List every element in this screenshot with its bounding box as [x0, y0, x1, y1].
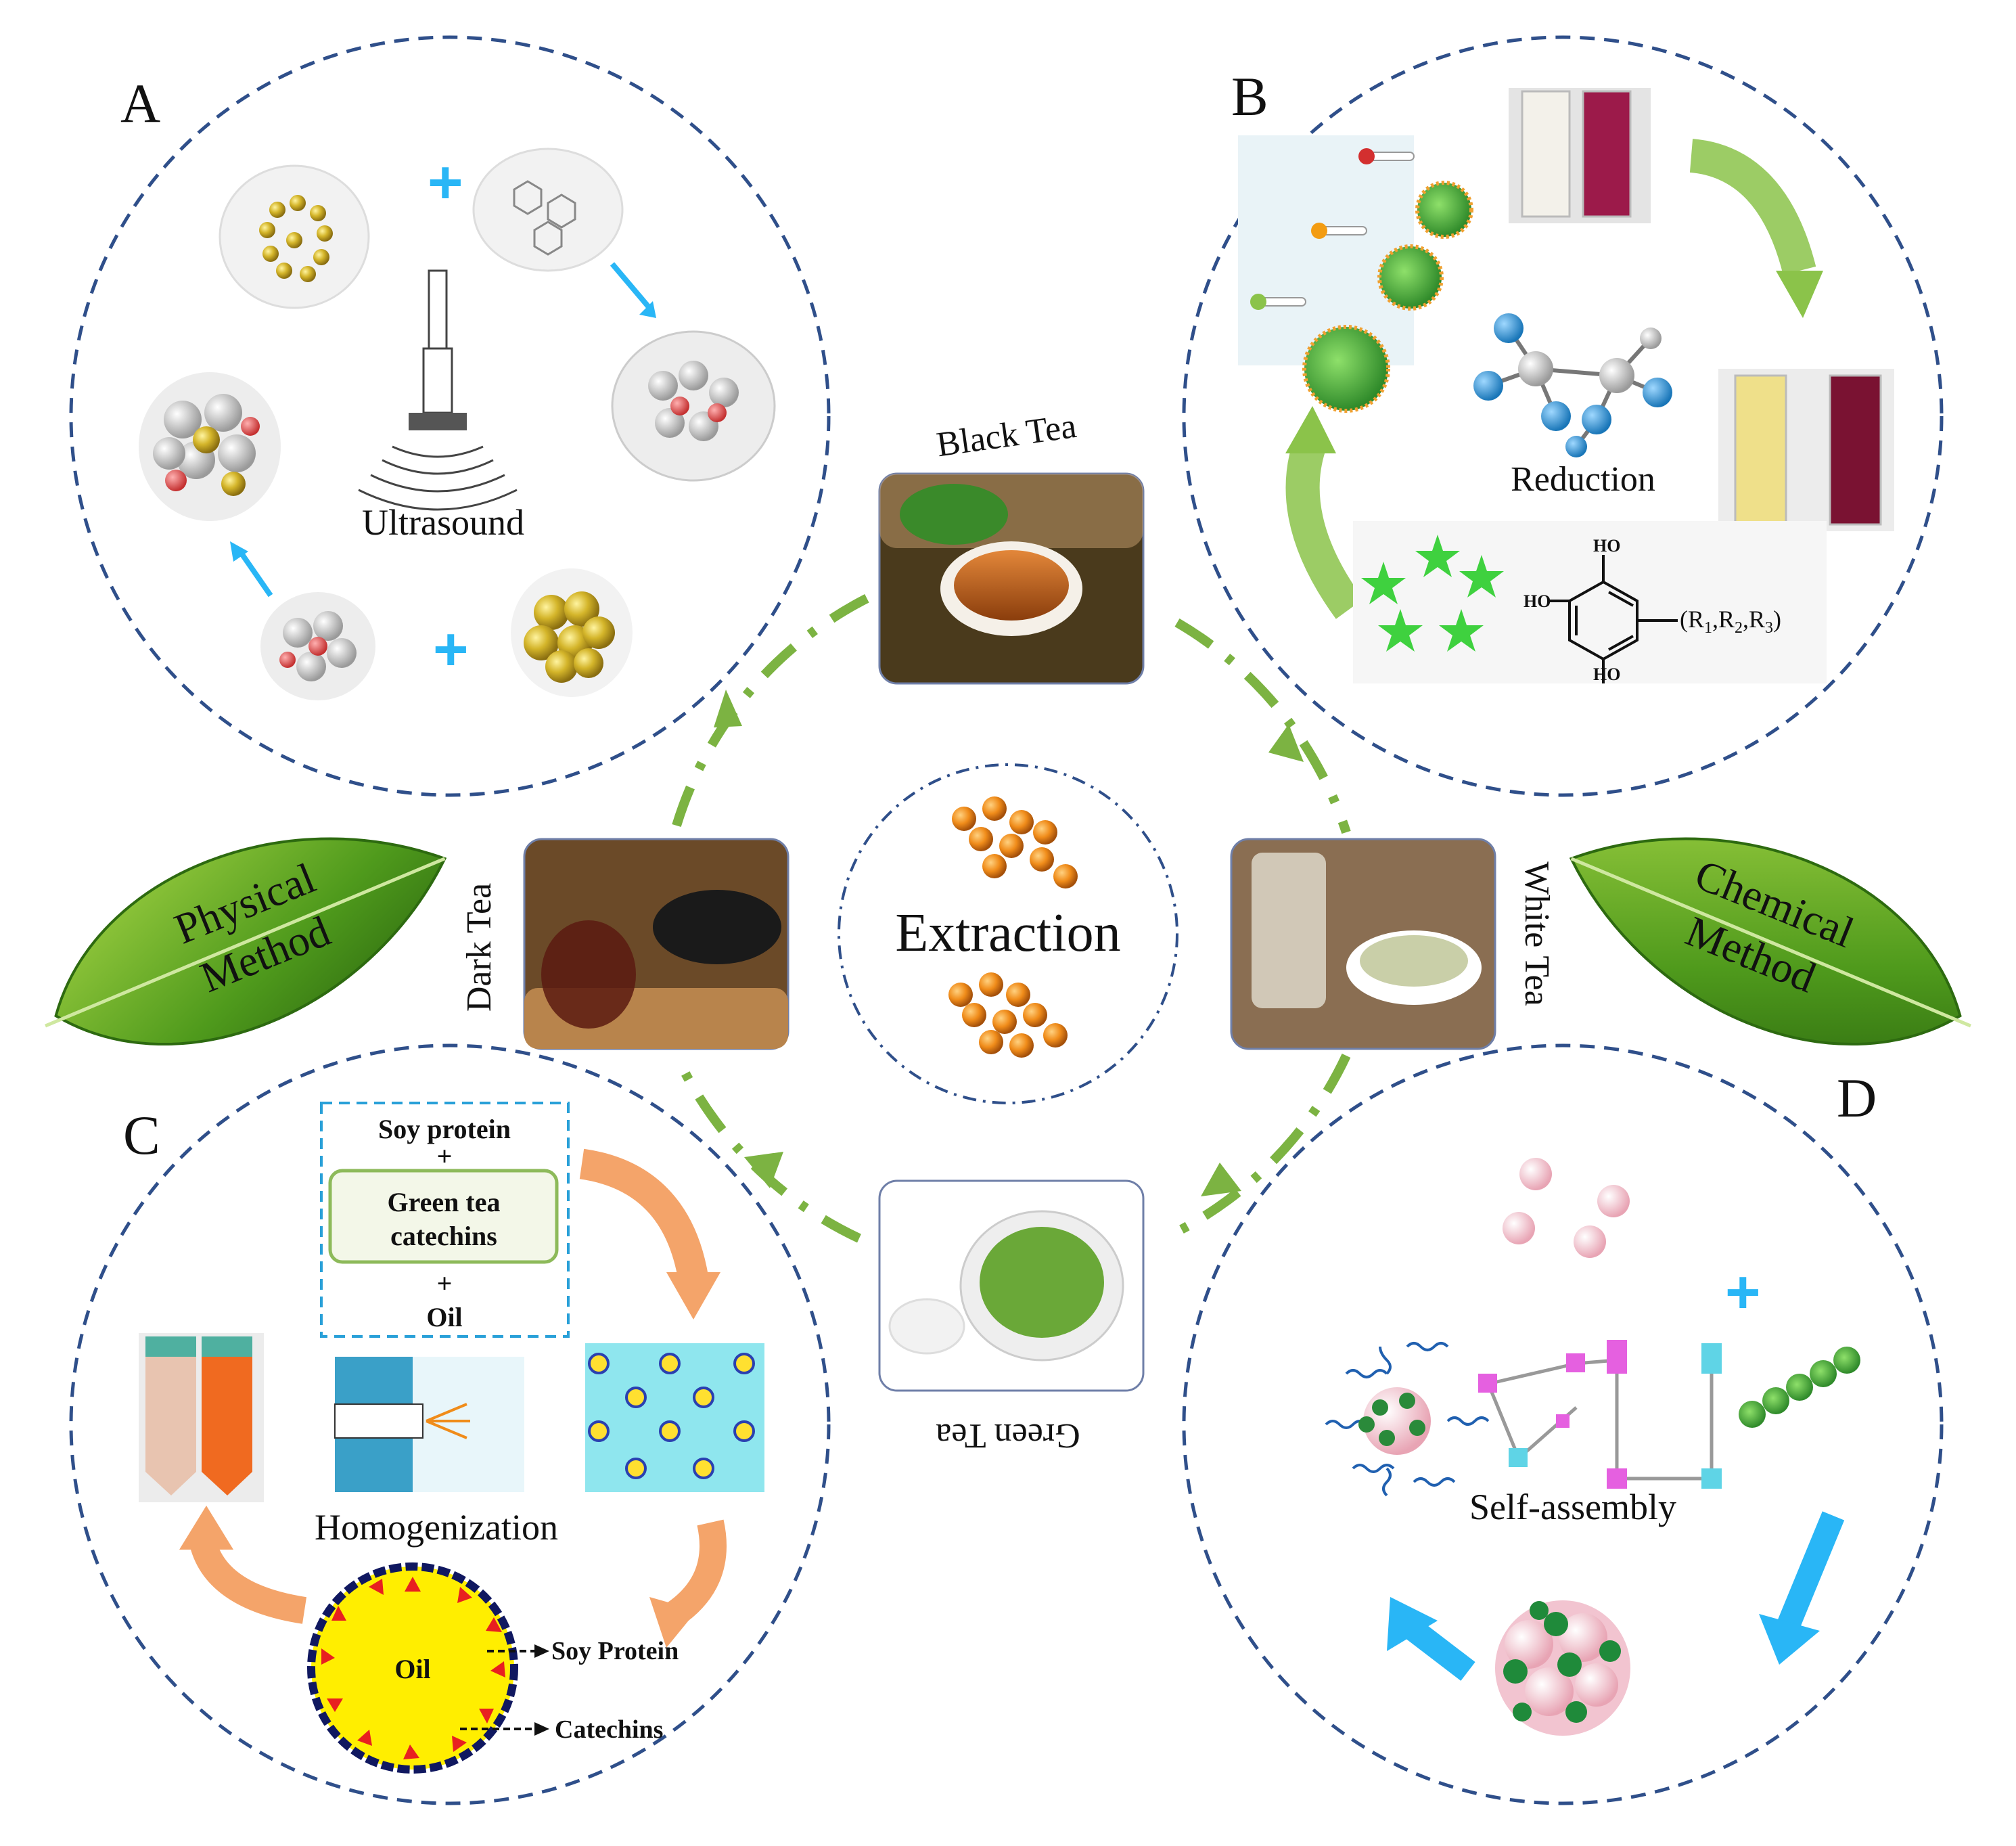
polyphenol-structure-icon	[1549, 555, 1678, 683]
black-tea-label: Black Tea	[934, 407, 1079, 464]
plus-label-1: +	[437, 1141, 453, 1171]
green-tea-label: Green tea	[388, 1187, 501, 1217]
homogenization-label: Homogenization	[315, 1507, 558, 1548]
thermometer-icon-orange	[1311, 223, 1367, 239]
extraction-particles-bottom	[948, 972, 1068, 1058]
extraction-label: Extraction	[895, 903, 1120, 963]
ring-arrow-up	[714, 690, 742, 727]
thermometer-icon-red	[1358, 148, 1415, 164]
ring-arrow-right	[1268, 724, 1304, 762]
white-tea-photo	[1230, 838, 1496, 1050]
white-tea-label: White Tea	[1517, 861, 1556, 1006]
ring-arrow-left	[744, 1152, 783, 1188]
formula-r-comma1: ,R	[1712, 606, 1735, 633]
plus-icon-a2: +	[433, 616, 469, 683]
panel-d-letter: D	[1837, 1067, 1877, 1129]
formula-r-open: (R	[1680, 606, 1704, 633]
black-tea-photo	[878, 472, 1145, 685]
panel-b-circle	[1182, 35, 1944, 797]
blue-arrow-d1	[1759, 1614, 1820, 1665]
formula-ho-left: HO	[1524, 591, 1551, 611]
blue-arrow-d2	[1387, 1597, 1438, 1651]
dark-tea-photo	[523, 838, 789, 1050]
ultrasound-probe-icon	[358, 269, 518, 511]
formula-ho-top: HO	[1593, 536, 1620, 556]
oil-core-label: Oil	[394, 1654, 430, 1684]
green-arrow-b2	[1285, 406, 1336, 453]
green-arrow-b1	[1776, 271, 1823, 318]
formula-r1-sub: 1	[1704, 619, 1712, 637]
physical-method-leaf	[45, 837, 447, 1045]
panel-a-circle	[69, 35, 831, 797]
oil-label: Oil	[426, 1302, 462, 1332]
panel-c-graphics	[139, 1102, 764, 1774]
panel-c-circle	[69, 1043, 831, 1805]
catechins-label: catechins	[390, 1221, 497, 1251]
formula-r-comma2: ,R	[1743, 606, 1765, 633]
blue-arrow-a2	[230, 541, 248, 562]
green-tea-photo	[878, 1179, 1145, 1392]
blue-arrow-a1	[639, 301, 656, 318]
green-tea-label-center: Green Tea	[936, 1416, 1080, 1455]
star-icons	[1361, 535, 1504, 652]
dark-tea-label: Dark Tea	[460, 883, 499, 1012]
plus-icon-a1: +	[428, 149, 463, 217]
orange-arrow-c1	[666, 1272, 720, 1320]
soy-protein-arrow-label: Soy Protein	[551, 1637, 679, 1665]
formula-ho-bottom: HO	[1593, 665, 1620, 684]
tea-cycle-ring	[672, 591, 1351, 1243]
extraction-particles-top	[952, 796, 1078, 888]
homogenizer-diagram	[334, 1357, 524, 1492]
ultrasound-label: Ultrasound	[362, 502, 524, 543]
formula-r3-sub: 3	[1765, 619, 1773, 637]
formula-r2-sub: 2	[1735, 619, 1743, 637]
ring-arrow-down	[1201, 1163, 1241, 1196]
green-chain-icon	[1739, 1347, 1860, 1428]
micelle-icon	[1325, 1342, 1490, 1497]
reductant-molecule-icon	[1487, 327, 1659, 448]
reductant-atoms	[1473, 313, 1672, 457]
panel-d-circle	[1182, 1043, 1944, 1805]
network-blocks	[1478, 1340, 1722, 1489]
panel-a-graphics: + +	[139, 148, 776, 700]
self-assembly-label: Self-assembly	[1469, 1487, 1676, 1527]
catechins-arrow-label: Catechins	[555, 1715, 663, 1744]
orange-arrow-c2	[649, 1597, 697, 1648]
plus-label-2: +	[437, 1268, 453, 1299]
tubes-photo	[139, 1333, 264, 1502]
thermometer-icon-green	[1250, 294, 1306, 310]
orange-arrow-c3	[179, 1506, 233, 1550]
formula-r-groups: (R1,R2,R3)	[1680, 606, 1781, 637]
emulsion-diagram	[585, 1343, 764, 1492]
extraction-circle	[838, 763, 1178, 1104]
plus-icon-d: +	[1725, 1259, 1761, 1326]
panel-b-graphics	[1238, 88, 1894, 683]
assembled-nanoparticle-icon	[1495, 1600, 1630, 1736]
soy-protein-label: Soy protein	[378, 1114, 511, 1144]
chemical-method-leaf	[1569, 837, 1971, 1045]
green-tea-catechins-box	[328, 1169, 559, 1264]
panel-d-graphics: +	[1325, 1158, 1860, 1736]
panel-a-letter: A	[120, 72, 160, 134]
formula-r-close: )	[1773, 606, 1781, 633]
formulation-box	[320, 1102, 570, 1338]
panel-c-letter: C	[123, 1104, 160, 1166]
reduction-label: Reduction	[1511, 460, 1655, 499]
oil-droplet-diagram	[307, 1562, 549, 1774]
panel-b-letter: B	[1231, 66, 1268, 127]
